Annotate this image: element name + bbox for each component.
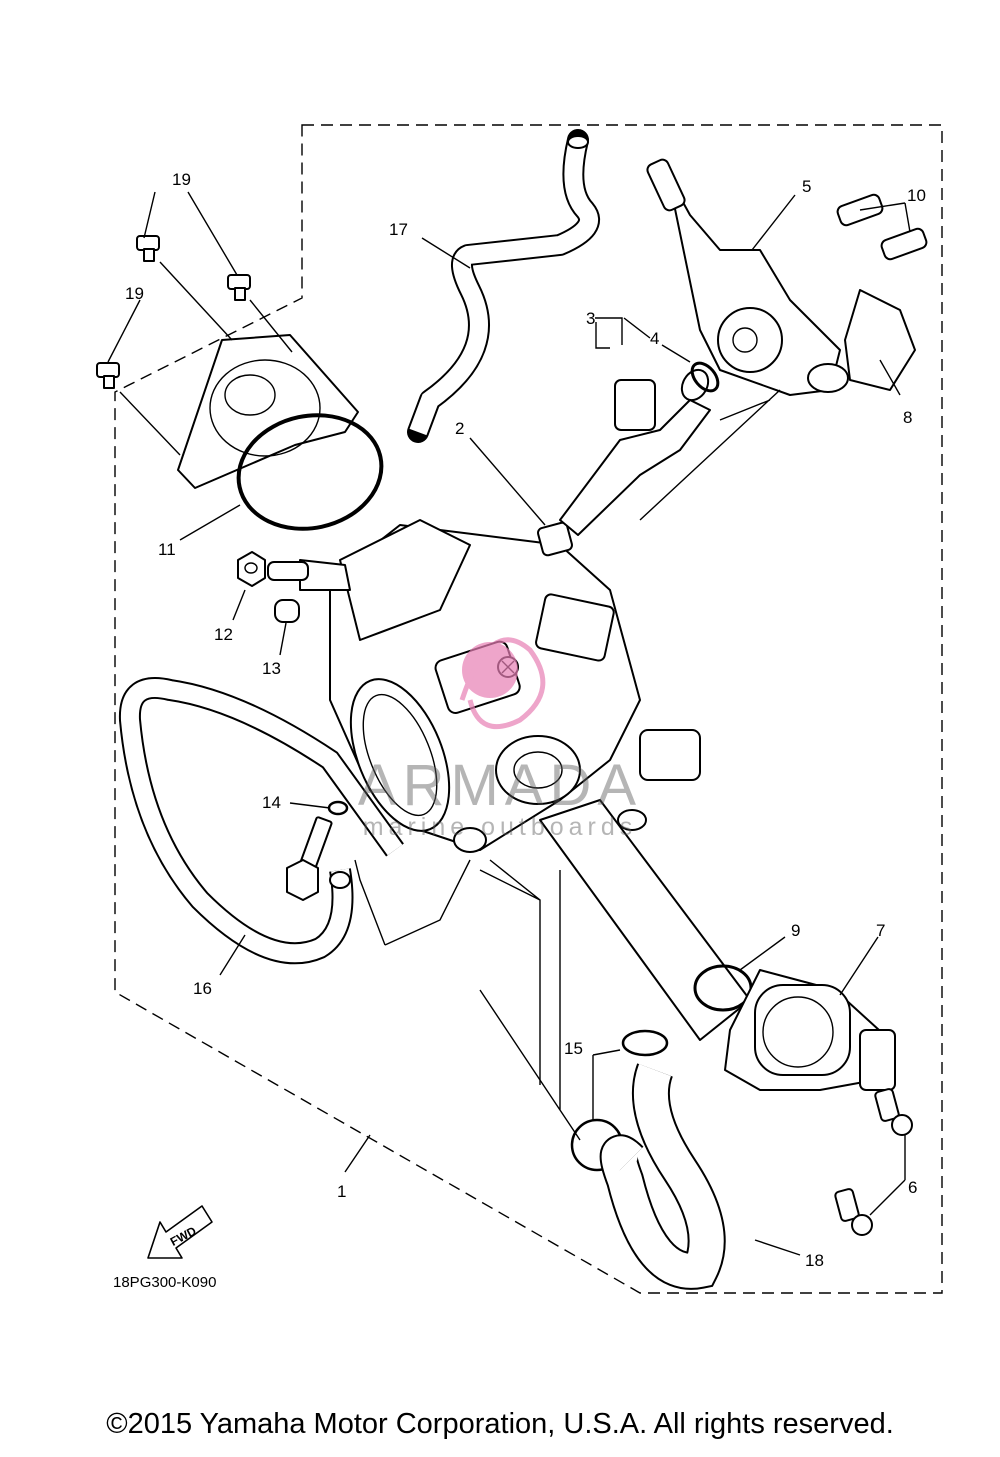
- hose-17: [407, 129, 600, 443]
- callout-4: 4: [650, 329, 659, 348]
- callout-13: 13: [262, 659, 281, 678]
- callout-2: 2: [455, 419, 464, 438]
- watermark-logo-icon: [459, 637, 546, 730]
- callout-12: 12: [214, 625, 233, 644]
- callout-14: 14: [262, 793, 281, 812]
- callout-16: 16: [193, 979, 212, 998]
- callout-9: 9: [791, 921, 800, 940]
- fwd-arrow-icon: FWD: [147, 1205, 213, 1259]
- screw-19-c: [96, 362, 120, 389]
- injector-3: [559, 368, 711, 536]
- cover-11: [177, 334, 384, 531]
- callout-10: 10: [907, 186, 926, 205]
- leader-lines: [107, 191, 911, 1256]
- copyright-footer: ©2015 Yamaha Motor Corporation, U.S.A. A…: [106, 1408, 894, 1440]
- drawing-code: 18PG300-K090: [113, 1274, 216, 1291]
- cap-13: [274, 599, 300, 623]
- callout-19-top: 19: [172, 170, 191, 189]
- screw-6-a: [874, 1088, 913, 1136]
- callout-6: 6: [908, 1178, 917, 1197]
- callout-5: 5: [802, 177, 811, 196]
- nut-12: [237, 551, 266, 587]
- callout-18: 18: [805, 1251, 824, 1270]
- callout-3: 3: [586, 309, 595, 328]
- bracket-8: [844, 289, 916, 391]
- callout-19-left: 19: [125, 284, 144, 303]
- screw-19-a: [136, 235, 160, 262]
- hose-18: [599, 1063, 726, 1290]
- regulator-5: [646, 158, 849, 396]
- callout-7: 7: [876, 921, 885, 940]
- screw-6-b: [834, 1188, 873, 1236]
- clamp-15-a: [621, 1029, 669, 1057]
- callout-15: 15: [564, 1039, 583, 1058]
- oring-4: [690, 361, 720, 393]
- callout-17: 17: [389, 220, 408, 239]
- screw-19-b: [227, 274, 251, 301]
- callout-labels: 1 2 3 4 5 6 7 8 9 10 11 12 13 14 15 16 1…: [125, 170, 926, 1270]
- callout-11: 11: [158, 540, 176, 559]
- intake-tube: [539, 799, 751, 1041]
- sensor-7: [724, 969, 896, 1091]
- hose-16: [118, 677, 404, 965]
- callout-1: 1: [337, 1182, 346, 1201]
- spacer-2: [537, 521, 573, 557]
- bolt-14: [286, 800, 349, 901]
- callout-8: 8: [903, 408, 912, 427]
- screw-10-b: [880, 227, 928, 261]
